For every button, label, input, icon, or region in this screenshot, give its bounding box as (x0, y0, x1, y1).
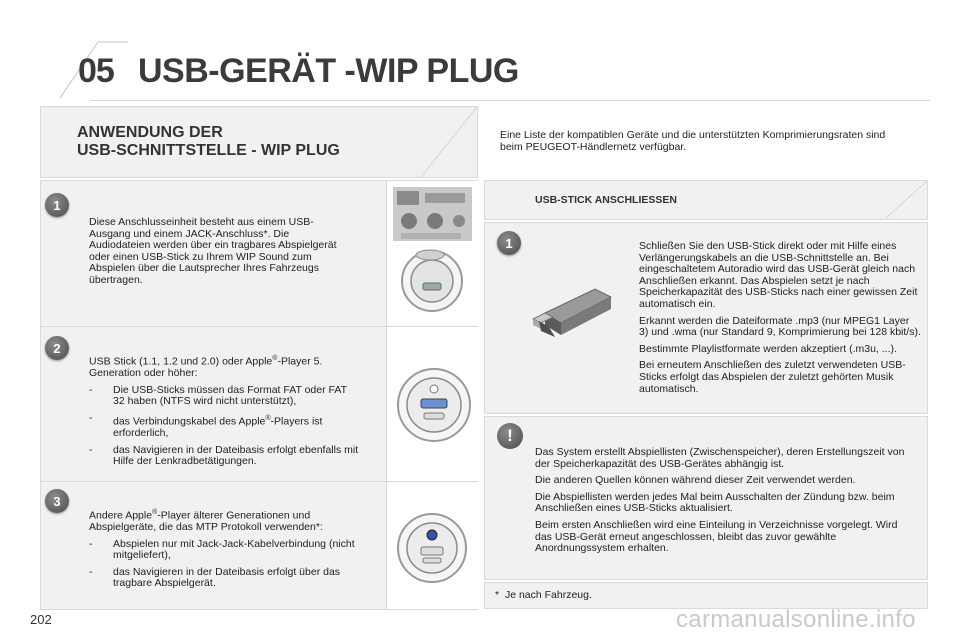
list-item-text: Abspielen nur mit Jack-Jack-Kabelverbind… (113, 537, 355, 562)
intro-text-continued: -Player älterer Generationen und Abspiel… (89, 509, 323, 534)
list-item-text: das Navigieren in der Dateibasis erfolgt… (113, 443, 359, 468)
section-2-text: USB Stick (1.1, 1.2 und 2.0) oder Apple®… (89, 353, 359, 473)
usb-heading-panel: USB-STICK ANSCHLIESSEN (484, 180, 928, 220)
item-text: das Verbindungskabel des Apple (113, 415, 266, 428)
step-badge-1: 1 (497, 231, 521, 255)
warning-text: Das System erstellt Abspiellisten (Zwisc… (535, 446, 915, 560)
dash-bullet: - (89, 537, 93, 550)
usb-paragraph: Bestimmte Playlistformate werden akzepti… (639, 342, 897, 355)
footnote: * Je nach Fahrzeug. (495, 589, 592, 602)
usb-instructions-text: Schließen Sie den USB-Stick direkt oder … (639, 240, 921, 400)
footnote-text: Je nach Fahrzeug. (504, 589, 592, 601)
step-badge-2: 2 (45, 336, 69, 360)
section-2-image-column (386, 327, 478, 481)
registered-mark: ® (272, 355, 278, 362)
left-heading-panel: ANWENDUNG DER USB-SCHNITTSTELLE - WIP PL… (40, 106, 478, 178)
list-item-text: das Verbindungskabel des Apple®-Players … (113, 413, 359, 440)
registered-mark: ® (265, 414, 271, 422)
section-2-intro: USB Stick (1.1, 1.2 und 2.0) oder Apple®… (89, 353, 359, 380)
section-heading: ANWENDUNG DER USB-SCHNITTSTELLE - WIP PL… (77, 124, 340, 160)
usb-instructions-panel: 1 Schließen Sie den USB-Stick direkt ode… (484, 222, 928, 414)
dash-bullet: - (89, 565, 93, 578)
usb-paragraph: Erkannt werden die Dateiformate .mp3 (nu… (639, 314, 921, 339)
list-item: - Die USB-Sticks müssen das Format FAT od… (89, 383, 359, 408)
chapter-number: 05 (78, 52, 115, 90)
header-divider (90, 100, 930, 101)
compatibility-intro: Eine Liste der kompatiblen Geräte und di… (500, 129, 886, 153)
warning-icon: ! (497, 423, 523, 449)
list-item: - Abspielen nur mit Jack-Jack-Kabelverbin… (89, 537, 361, 562)
list-item: - das Navigieren in der Dateibasis erfolg… (89, 443, 359, 468)
section-3-intro: Andere Apple®-Player älterer Generatione… (89, 507, 361, 534)
usb-port-illustration (397, 368, 471, 442)
intro-text: USB Stick (1.1, 1.2 und 2.0) oder Apple (89, 355, 273, 368)
panel-corner-decoration (885, 181, 927, 219)
list-item-text: das Navigieren in der Dateibasis erfolgt… (113, 565, 341, 590)
warning-paragraph: Die anderen Quellen können während diese… (535, 474, 856, 487)
watermark: carmanualsonline.info (676, 606, 916, 633)
section-3-text: Andere Apple®-Player älterer Generatione… (89, 507, 361, 595)
step-badge-3: 3 (45, 489, 69, 513)
jack-port-illustration (397, 513, 467, 583)
page-number: 202 (30, 612, 52, 627)
header-tab-shape (58, 40, 128, 100)
warning-panel: ! Das System erstellt Abspiellisten (Zwi… (484, 416, 928, 580)
section-1-text: Diese Anschlusseinheit besteht aus einem… (89, 216, 349, 292)
usb-paragraph: Bei erneutem Anschließen des zuletzt ver… (639, 359, 906, 395)
chapter-title: USB-GERÄT -WIP PLUG (138, 52, 519, 90)
heading-line-2: USB-SCHNITTSTELLE - WIP PLUG (77, 142, 340, 159)
section-1-paragraph: Diese Anschlusseinheit besteht aus einem… (89, 216, 337, 286)
dash-bullet: - (89, 383, 93, 396)
registered-mark: ® (152, 509, 158, 516)
step-badge-1: 1 (45, 193, 69, 217)
left-sections-panel: 1 Diese Anschlusseinheit besteht aus ein… (40, 180, 478, 610)
panel-corner-decoration (421, 107, 477, 177)
usb-paragraph: Schließen Sie den USB-Stick direkt oder … (639, 240, 918, 310)
section-1-image-column (386, 181, 478, 326)
dash-bullet: - (89, 443, 93, 456)
dashboard-and-plug-illustration (393, 187, 472, 312)
section-divider-2 (41, 481, 477, 482)
intro-text: Andere Apple (89, 509, 153, 522)
item-text-continued: -Players ist erforderlich, (113, 415, 323, 439)
list-item: - das Navigieren in der Dateibasis erfolg… (89, 565, 361, 590)
usb-stick-icon (531, 288, 613, 337)
intro-text-continued: -Player 5. Generation oder höher: (89, 355, 323, 380)
footnote-panel: * Je nach Fahrzeug. (484, 582, 928, 609)
warning-paragraph: Die Abspiellisten werden jedes Mal beim … (535, 490, 895, 515)
list-item-text: Die USB-Sticks müssen das Format FAT ode… (113, 383, 347, 408)
section-3-image-column (386, 482, 478, 609)
footnote-star: * (495, 589, 500, 601)
section-divider-1 (41, 326, 477, 327)
usb-heading: USB-STICK ANSCHLIESSEN (535, 194, 677, 206)
heading-line-1: ANWENDUNG DER (77, 124, 223, 141)
dash-bullet: - (89, 411, 93, 424)
list-item: - das Verbindungskabel des Apple®-Players… (89, 411, 359, 440)
warning-paragraph: Beim ersten Anschließen wird eine Eintei… (535, 518, 898, 555)
warning-paragraph: Das System erstellt Abspiellisten (Zwisc… (535, 446, 905, 470)
